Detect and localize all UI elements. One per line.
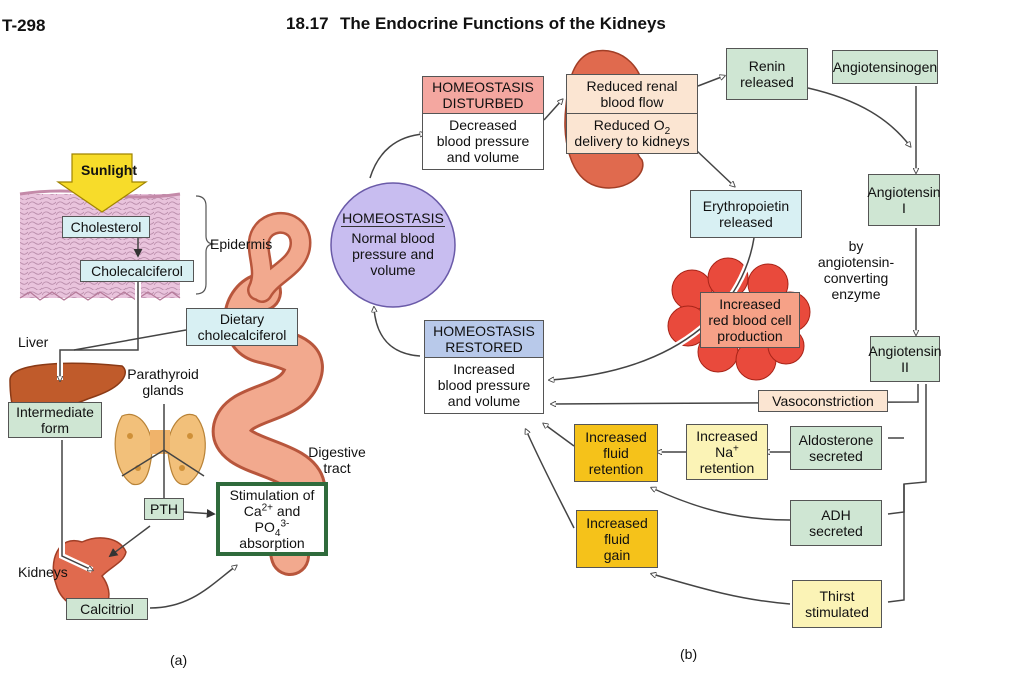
parathyroid-illustration [114, 413, 206, 486]
kidney-illustration-a [52, 537, 127, 609]
increased-na-retention-box: Increased Na+ retention [686, 424, 768, 480]
vasoconstriction-box: Vasoconstriction [758, 390, 888, 412]
panel-a-label: (a) [170, 652, 188, 668]
cholecalciferol-box: Cholecalciferol [80, 260, 194, 282]
angiotensinogen-box: Angiotensinogen [832, 50, 938, 84]
calcitriol-box: Calcitriol [66, 598, 148, 620]
pth-box: PTH [144, 498, 184, 520]
epidermis-label: Epidermis [210, 236, 273, 252]
liver-label: Liver [18, 334, 49, 350]
kidneys-label: Kidneys [18, 564, 68, 580]
page-code: T-298 [2, 16, 46, 35]
cholesterol-box: Cholesterol [62, 216, 150, 238]
sunlight-label: Sunlight [81, 162, 137, 178]
panel-b-label: (b) [680, 646, 698, 662]
section-number: 18.17 [286, 14, 329, 33]
sunlight-arrow [56, 153, 148, 213]
homeostasis-circle [330, 182, 456, 308]
epidermis-bracket [195, 195, 215, 295]
stimulation-absorption-box: Stimulation of Ca2+ and PO43- absorption [216, 482, 328, 556]
arrows-panel-a [57, 238, 236, 611]
figure-title: The Endocrine Functions of the Kidneys [340, 14, 666, 33]
